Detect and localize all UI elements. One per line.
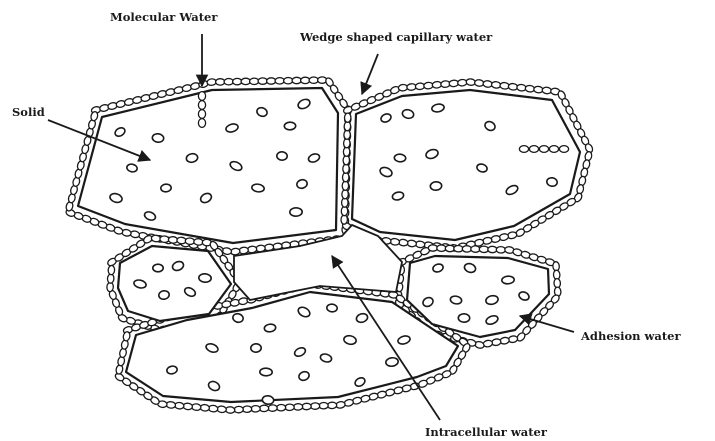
inclusion-dot <box>277 152 288 161</box>
particle-top-left <box>78 88 338 243</box>
water-film-bead <box>108 265 115 275</box>
inclusion-dot <box>394 154 406 162</box>
label-adhesion-water: Adhesion water <box>580 329 681 343</box>
molecular-water-bead <box>539 146 548 153</box>
molecular-water-bead <box>198 110 205 119</box>
inclusion-dot <box>262 395 274 405</box>
molecular-water-bead <box>198 101 205 110</box>
label-wedge-capillary-water: Wedge shaped capillary water <box>299 30 493 44</box>
inclusion-dot <box>260 368 273 376</box>
inclusion-dot <box>198 273 211 282</box>
inclusion-dot <box>430 181 442 190</box>
inclusion-dot <box>251 344 262 353</box>
molecular-water-bead <box>198 92 205 101</box>
inclusion-dot <box>158 290 170 300</box>
inclusion-dot <box>502 276 515 284</box>
inclusion-dot <box>284 122 296 130</box>
inclusion-dot <box>326 304 337 313</box>
inclusion-dot <box>152 133 164 143</box>
inclusion-dot <box>160 184 171 193</box>
inclusion-dot <box>385 357 398 367</box>
label-solid: Solid <box>12 105 45 119</box>
molecular-water-bead <box>559 146 568 153</box>
label-intracellular-water: Intracellular water <box>425 425 548 439</box>
arrow-wedge-capillary-water <box>362 54 378 94</box>
water-film-bead <box>344 113 351 122</box>
inclusion-dot <box>546 177 558 187</box>
molecular-water-finger-right <box>519 146 568 153</box>
inclusion-dot <box>290 208 303 217</box>
inclusion-dot <box>458 314 470 323</box>
label-molecular-water: Molecular Water <box>110 10 218 24</box>
molecular-water-bead <box>529 146 538 153</box>
inclusion-dot <box>153 264 163 272</box>
water-film-bead <box>90 111 99 122</box>
molecular-water-bead <box>519 146 528 153</box>
molecular-water-bead <box>549 146 558 153</box>
molecular-water-bead <box>198 119 205 128</box>
